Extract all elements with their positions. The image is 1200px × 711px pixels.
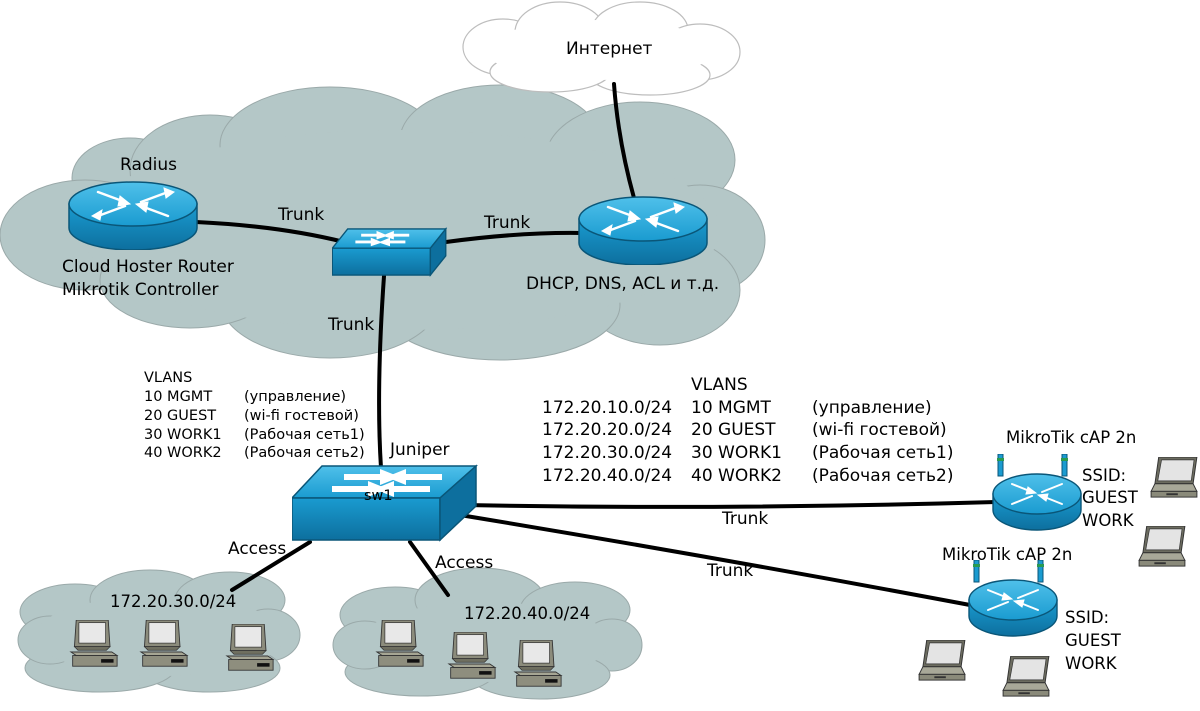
- ap2-ssid-title: SSID:: [1065, 608, 1109, 627]
- vlan-right-subnet: 172.20.40.0/24: [542, 466, 672, 486]
- laptop-icon: [1150, 457, 1198, 498]
- lan-left-subnet: 172.20.30.0/24: [110, 592, 236, 611]
- vlan-right-subnet: 172.20.20.0/24: [542, 420, 672, 440]
- access-label-left: Access: [228, 539, 286, 559]
- vlans-left: VLANS 10 MGMT (управление) 20 GUEST (wi-…: [144, 370, 365, 461]
- vlans-right-title: VLANS: [691, 375, 748, 395]
- vlan-left-id: 40 WORK2: [144, 445, 222, 461]
- link-juniper-lan-right: [408, 540, 450, 597]
- vlan-left-id: 10 MGMT: [144, 389, 212, 405]
- radius-router-icon: [68, 180, 198, 250]
- internet-label: Интернет: [566, 39, 653, 59]
- vlan-right-id: 20 GUEST: [691, 420, 776, 440]
- vlan-left-id: 20 GUEST: [144, 408, 216, 424]
- laptop-icon: [1138, 526, 1186, 567]
- link-juniper-ap2: [458, 513, 972, 607]
- access-label-right: Access: [435, 553, 493, 573]
- radius-label: Radius: [120, 155, 177, 175]
- links: [194, 82, 998, 607]
- link-switch-juniper: [377, 274, 386, 470]
- ap1-title: MikroTik cAP 2n: [1006, 428, 1136, 447]
- trunk-label-left: Trunk: [277, 205, 324, 225]
- juniper-label: Juniper: [389, 440, 450, 460]
- radius-caption-2: Mikrotik Controller: [62, 280, 219, 300]
- core-switch-icon: [332, 228, 447, 276]
- vlan-right-id: 30 WORK1: [691, 443, 782, 463]
- lan-right-subnet: 172.20.40.0/24: [464, 604, 590, 623]
- ap1-icon: [992, 454, 1082, 531]
- vlan-right-desc: (wi-fi гостевой): [812, 420, 947, 440]
- vlan-right-desc: (Рабочая сеть1): [812, 443, 953, 463]
- vlan-right-desc: (управление): [812, 398, 932, 418]
- ap2-icon: [968, 560, 1058, 637]
- vlan-right-subnet: 172.20.10.0/24: [542, 398, 672, 418]
- link-radius-switch: [194, 220, 346, 244]
- link-juniper-ap1: [462, 500, 998, 509]
- link-juniper-lan-left: [230, 540, 312, 592]
- ap2-ssid-guest: GUEST: [1065, 631, 1122, 650]
- cloud-core: [0, 84, 766, 361]
- vlan-left-desc: (Рабочая сеть1): [244, 427, 365, 443]
- ap2-title: MikroTik cAP 2n: [942, 545, 1072, 564]
- core-router-icon: [578, 195, 708, 265]
- trunk-label-right: Trunk: [483, 213, 530, 233]
- sw1-label: sw1: [364, 488, 393, 504]
- vlan-left-id: 30 WORK1: [144, 427, 222, 443]
- trunk-label-ap2: Trunk: [706, 561, 753, 581]
- vlans-left-title: VLANS: [144, 370, 192, 386]
- vlans-right: VLANS 172.20.10.0/24 10 MGMT (управление…: [542, 375, 953, 486]
- ap1-ssid-title: SSID:: [1082, 466, 1126, 485]
- vlan-right-subnet: 172.20.30.0/24: [542, 443, 672, 463]
- ap1-ssid-guest: GUEST: [1082, 488, 1139, 507]
- vlan-right-id: 10 MGMT: [691, 398, 772, 418]
- core-router-caption: DHCP, DNS, ACL и т.д.: [526, 274, 719, 294]
- cloud-internet: [462, 1, 741, 96]
- vlan-right-desc: (Рабочая сеть2): [812, 466, 953, 486]
- vlan-left-desc: (управление): [244, 389, 346, 405]
- link-switch-core: [444, 230, 584, 244]
- cloud-lan-right: [332, 567, 643, 700]
- radius-caption-1: Cloud Hoster Router: [62, 257, 234, 277]
- vlan-right-id: 40 WORK2: [691, 466, 782, 486]
- trunk-label-ap1: Trunk: [721, 509, 768, 529]
- trunk-label-down: Trunk: [327, 315, 374, 335]
- vlan-left-desc: (wi-fi гостевой): [244, 408, 359, 424]
- link-internet-core: [612, 82, 636, 200]
- ap1-ssid-work: WORK: [1082, 511, 1135, 530]
- laptop-icon: [1002, 656, 1050, 697]
- laptop-icon: [918, 640, 966, 681]
- ap2-ssid-work: WORK: [1065, 654, 1118, 673]
- vlan-left-desc: (Рабочая сеть2): [244, 445, 365, 461]
